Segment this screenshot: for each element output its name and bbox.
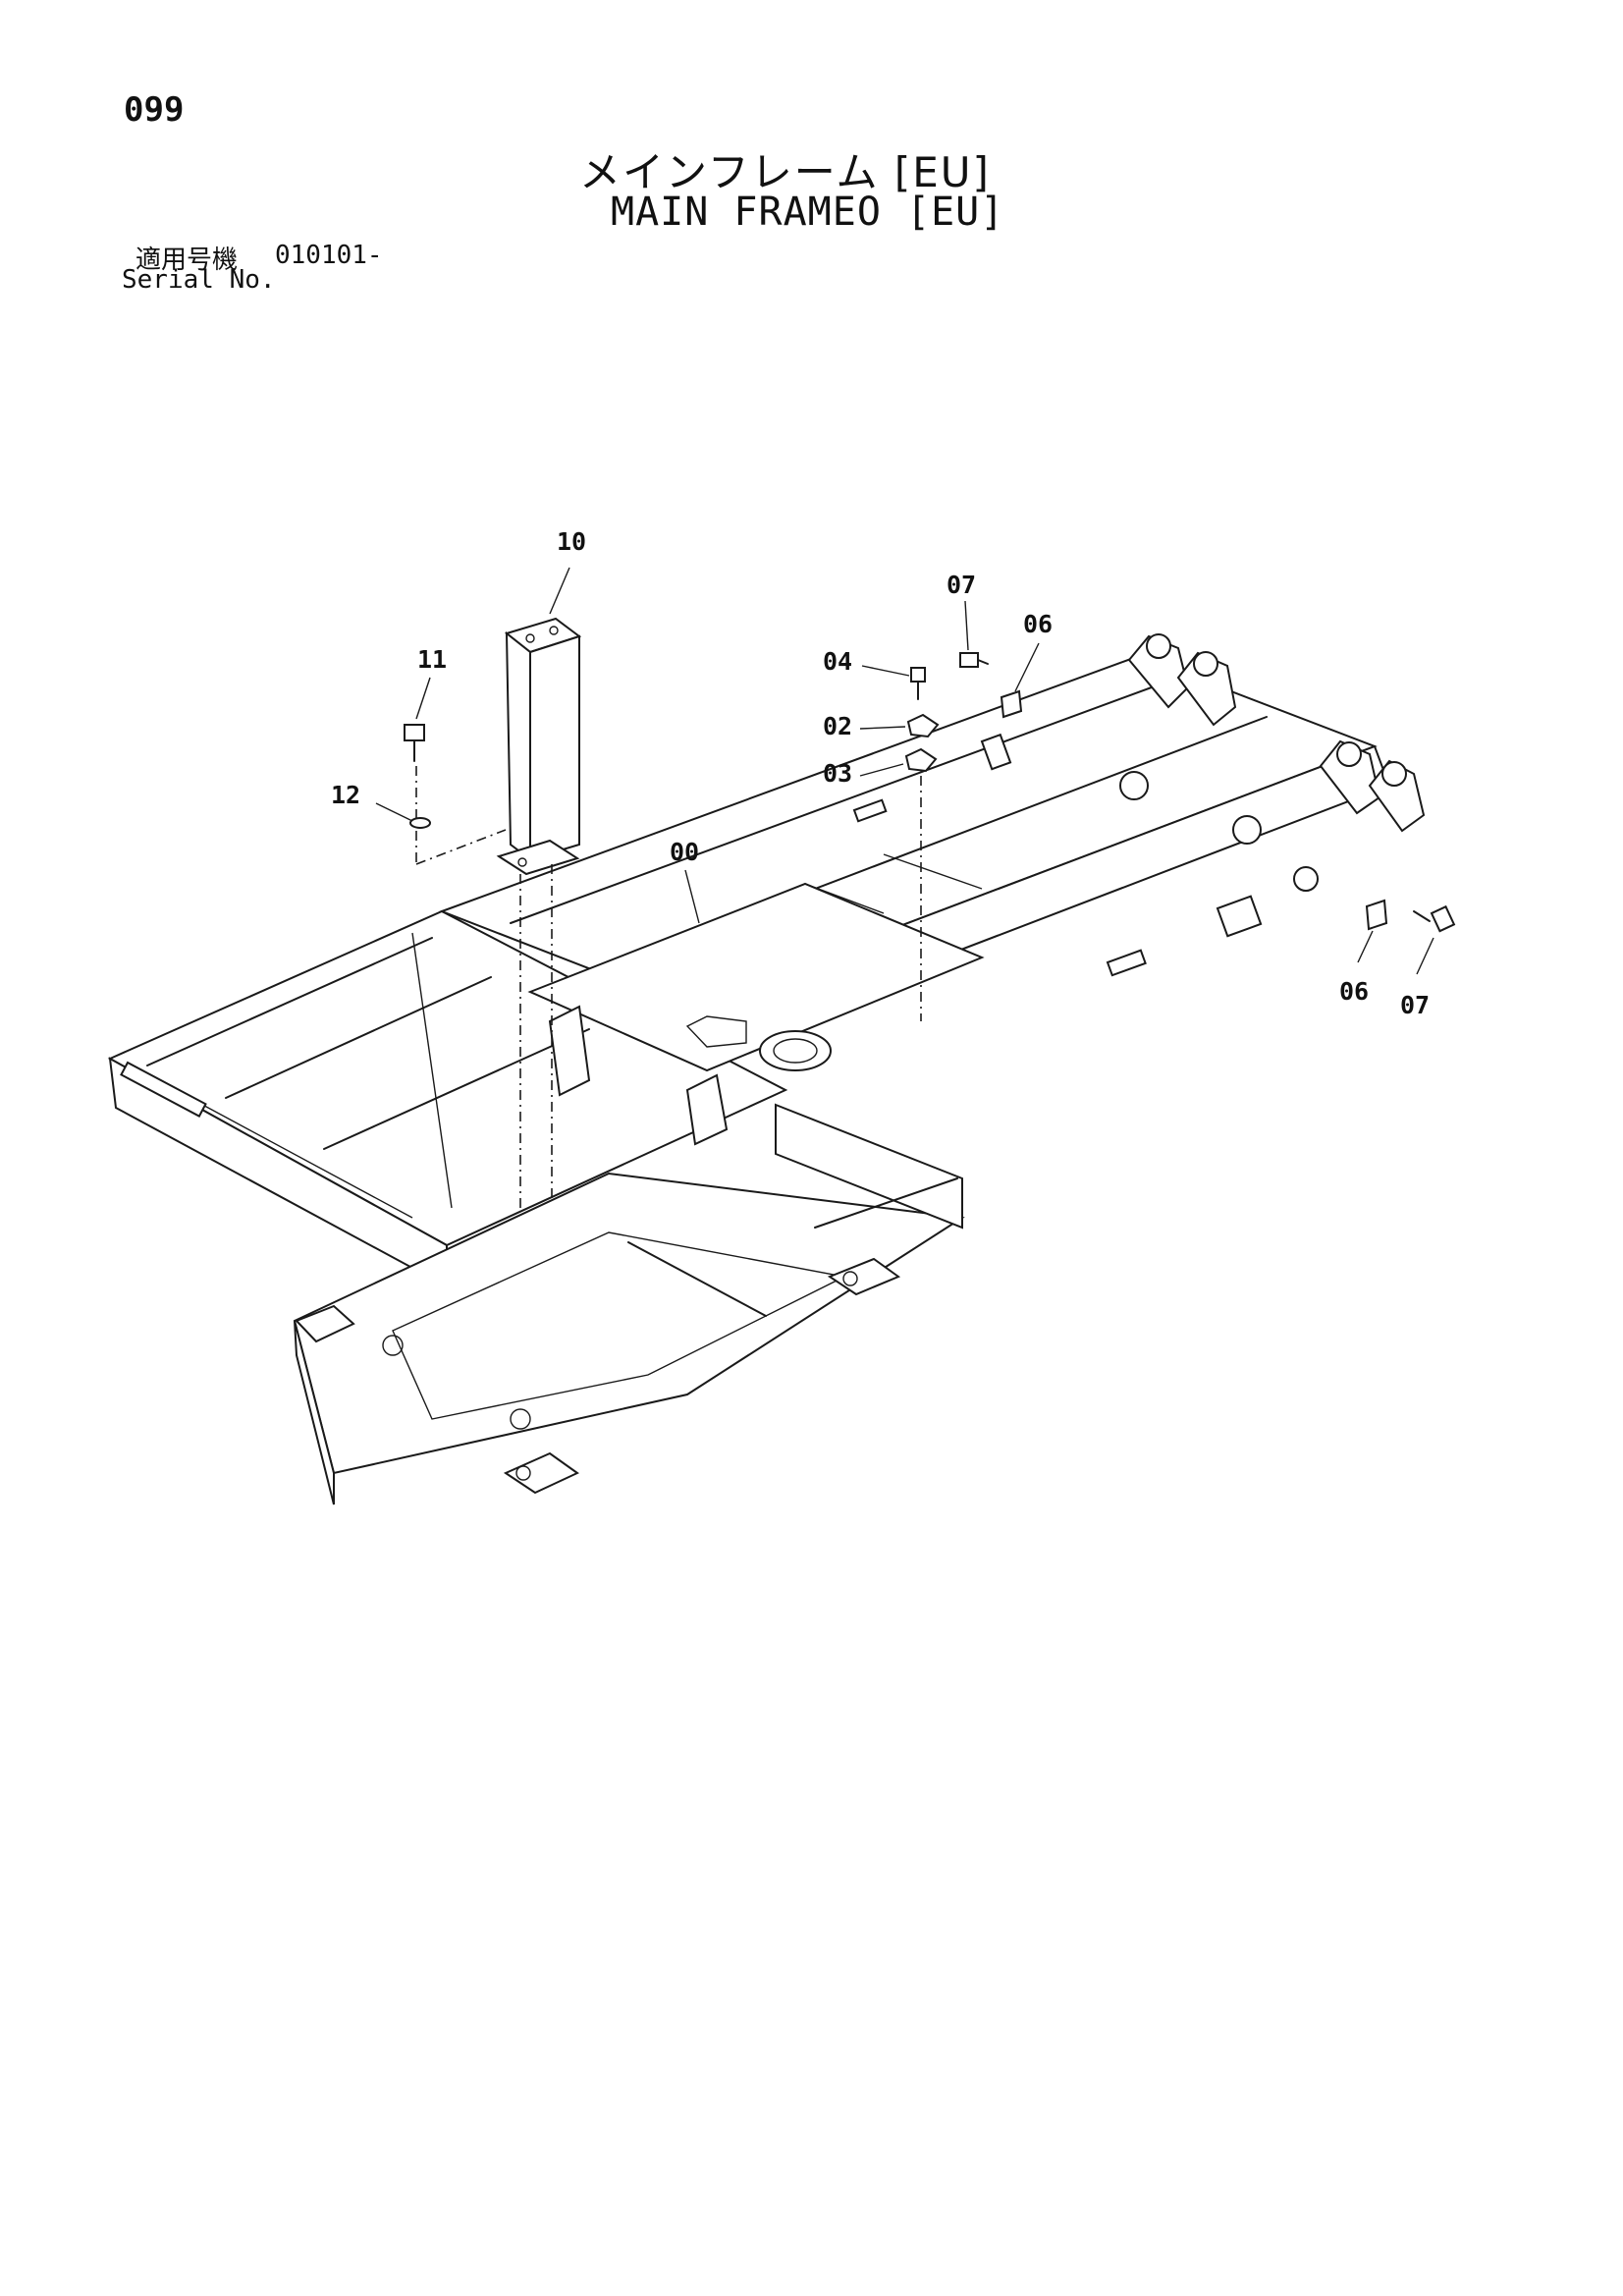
callout-06-upper: 06 xyxy=(1023,610,1053,638)
cover-part-06-upper xyxy=(1000,689,1023,719)
callout-02: 02 xyxy=(823,712,852,740)
serial-label-japanese: 適用号機 xyxy=(135,246,239,275)
washer-part-12 xyxy=(409,817,507,865)
callout-00: 00 xyxy=(670,838,699,866)
bolt-part-07-upper xyxy=(959,652,989,668)
bolt-part-11 xyxy=(404,724,425,864)
serial-number-value: 010101- xyxy=(275,241,383,270)
callout-12: 12 xyxy=(331,781,360,809)
page-number: 099 xyxy=(124,90,185,130)
plate-part-03 xyxy=(904,747,938,1021)
callout-07-upper: 07 xyxy=(947,571,976,599)
serial-label-english: Serial No. xyxy=(122,265,276,295)
callout-10: 10 xyxy=(557,527,586,556)
leader-lines xyxy=(375,567,1434,975)
callout-06-lower: 06 xyxy=(1339,977,1369,1006)
callout-07-lower: 07 xyxy=(1400,991,1430,1019)
title-japanese: メインフレーム [EU] xyxy=(579,148,991,196)
plate-part-02 xyxy=(906,713,940,738)
cover-part-06-lower xyxy=(1365,899,1388,931)
bolt-part-07-lower xyxy=(1413,904,1456,933)
callout-11: 11 xyxy=(417,645,447,674)
callout-04: 04 xyxy=(823,647,852,676)
main-frame-part-00 xyxy=(107,633,1426,1505)
support-post-part-10 xyxy=(496,617,582,1208)
title-english: MAIN FRAMEO [EU] xyxy=(611,190,1005,235)
bolt-part-04 xyxy=(910,667,926,700)
callout-03: 03 xyxy=(823,759,852,788)
